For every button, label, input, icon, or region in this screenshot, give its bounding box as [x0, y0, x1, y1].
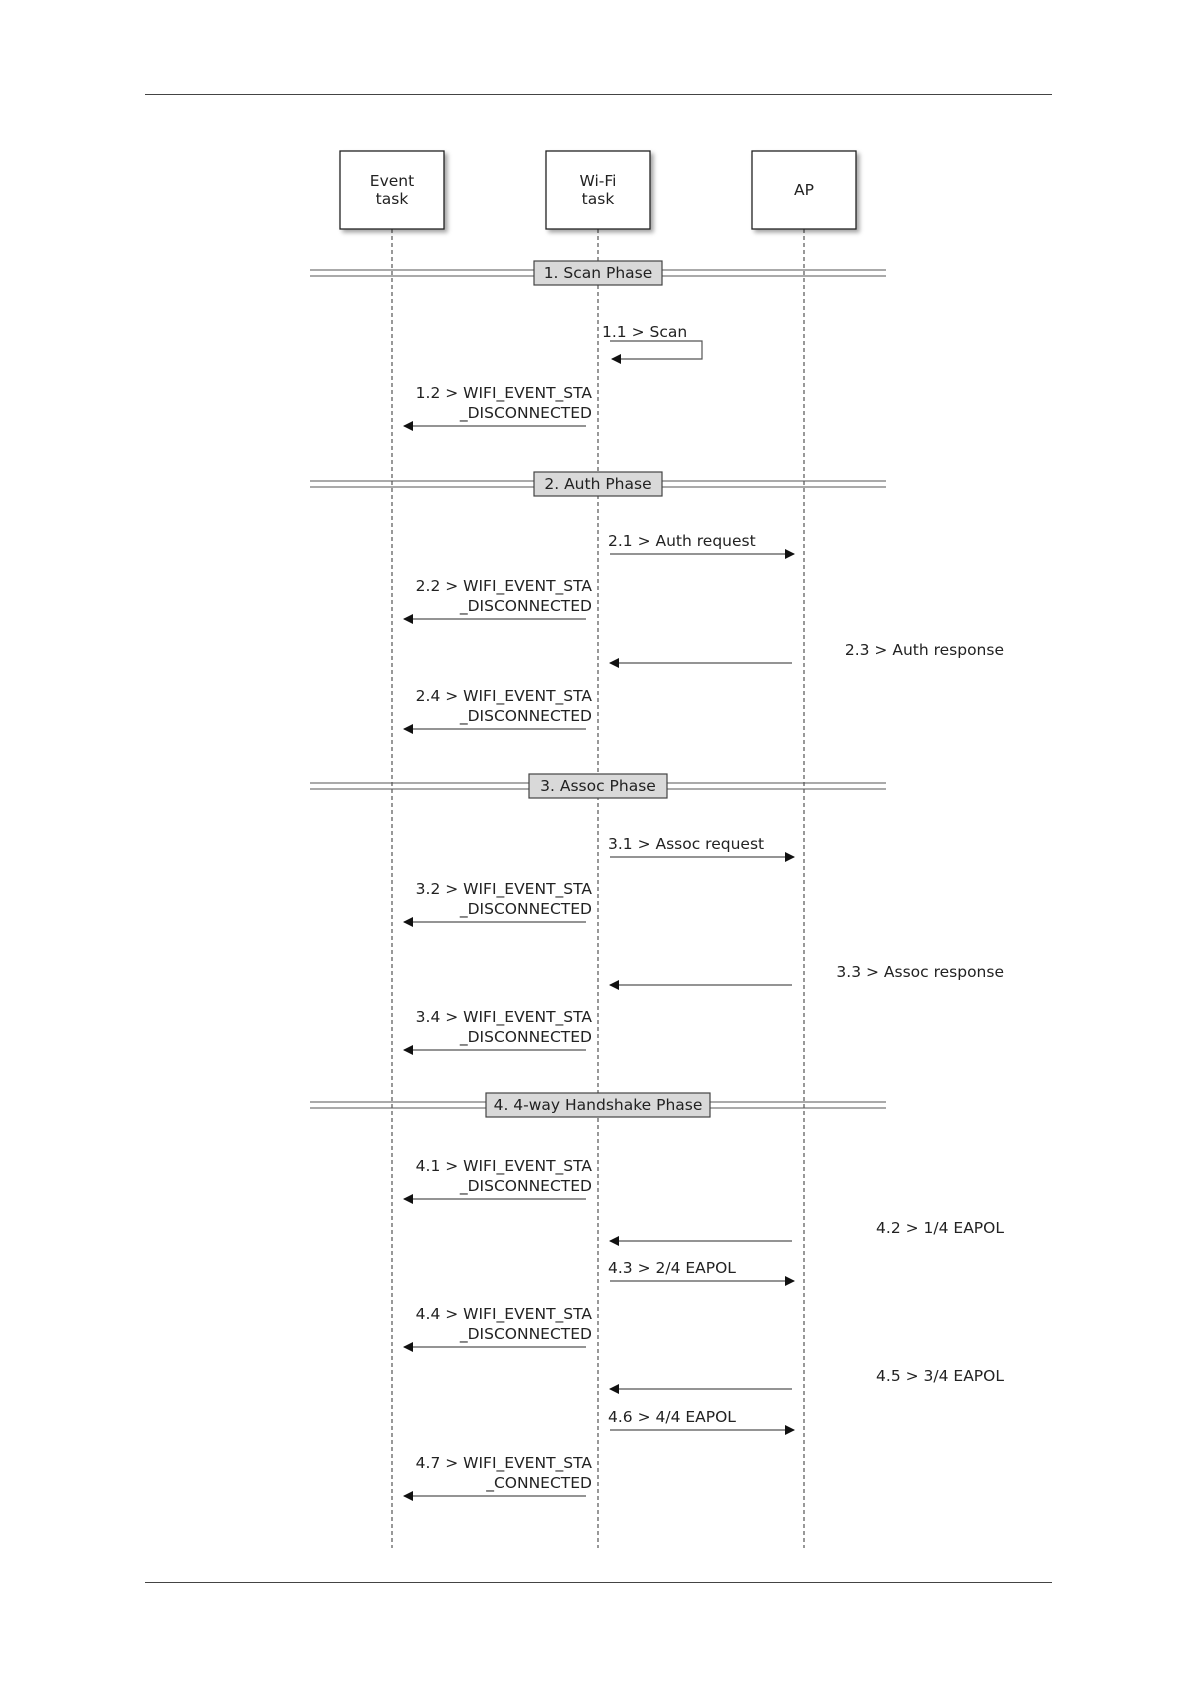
message-label: 3.2 > WIFI_EVENT_STA [416, 880, 593, 899]
participant-label: AP [794, 181, 814, 199]
message-label: 3.3 > Assoc response [836, 963, 1004, 981]
message-label: 4.4 > WIFI_EVENT_STA [416, 1305, 593, 1324]
message-label: 4.3 > 2/4 EAPOL [608, 1259, 736, 1277]
message-eapol-4-4: 4.6 > 4/4 EAPOL [608, 1408, 795, 1435]
message-label: 2.2 > WIFI_EVENT_STA [416, 577, 593, 596]
message-arrow [610, 340, 703, 364]
phase-label-box [485, 1092, 711, 1118]
message-event-4-4: 4.4 > WIFI_EVENT_STA_DISCONNECTED [403, 1305, 593, 1352]
phase-label: 1. Scan Phase [544, 264, 653, 282]
message-label: 2.1 > Auth request [608, 532, 756, 550]
message-label: _DISCONNECTED [459, 900, 592, 919]
phase-divider: 1. Scan Phase [310, 260, 886, 286]
message-event-3-2: 3.2 > WIFI_EVENT_STA_DISCONNECTED [403, 880, 593, 927]
phase-divider: 4. 4-way Handshake Phase [310, 1092, 886, 1118]
message-label: 3.1 > Assoc request [608, 835, 764, 853]
message-label: 4.5 > 3/4 EAPOL [876, 1367, 1004, 1385]
message-auth-request: 2.1 > Auth request [608, 532, 795, 559]
message-label: 1.1 > Scan [602, 323, 687, 341]
message-event-4-7: 4.7 > WIFI_EVENT_STA_CONNECTED [403, 1454, 593, 1501]
header-rule [145, 94, 1052, 95]
message-event-2-4: 2.4 > WIFI_EVENT_STA_DISCONNECTED [403, 687, 593, 734]
participant-label: task [376, 190, 409, 208]
phase-label-box [533, 471, 663, 497]
message-event-2-2: 2.2 > WIFI_EVENT_STA_DISCONNECTED [403, 577, 593, 624]
message-label: _DISCONNECTED [459, 1177, 592, 1196]
message-label: 4.7 > WIFI_EVENT_STA [416, 1454, 593, 1473]
phase-label: 2. Auth Phase [544, 475, 651, 493]
message-label: 4.6 > 4/4 EAPOL [608, 1408, 736, 1426]
message-label: 1.2 > WIFI_EVENT_STA [416, 384, 593, 403]
lifelines [391, 229, 805, 1548]
message-label: 4.2 > 1/4 EAPOL [876, 1219, 1004, 1237]
message-eapol-3-4: 4.5 > 3/4 EAPOL [609, 1367, 1004, 1394]
phase-label-box [528, 773, 668, 799]
message-assoc-request: 3.1 > Assoc request [608, 835, 795, 862]
message-label: 2.3 > Auth response [845, 641, 1004, 659]
participant-box [751, 150, 857, 230]
message-auth-response: 2.3 > Auth response [609, 641, 1004, 668]
phase-label-box [533, 260, 663, 286]
participant-label: Event [370, 172, 414, 190]
message-label: _DISCONNECTED [459, 1028, 592, 1047]
message-scan: 1.1 > Scan [602, 323, 703, 364]
participant-ap: AP [751, 150, 857, 230]
message-label: 3.4 > WIFI_EVENT_STA [416, 1008, 593, 1027]
phase-divider: 2. Auth Phase [310, 471, 886, 497]
message-label: _DISCONNECTED [459, 707, 592, 726]
phase-label: 3. Assoc Phase [540, 777, 656, 795]
footer-rule [145, 1582, 1052, 1583]
message-label: _CONNECTED [485, 1474, 592, 1493]
message-label: _DISCONNECTED [459, 404, 592, 423]
phase-dividers: 1. Scan Phase 2. Auth Phase 3. Assoc Phase… [310, 260, 886, 1118]
message-label: 2.4 > WIFI_EVENT_STA [416, 687, 593, 706]
message-event-4-1: 4.1 > WIFI_EVENT_STA_DISCONNECTED [403, 1157, 593, 1204]
message-label: _DISCONNECTED [459, 597, 592, 616]
message-assoc-response: 3.3 > Assoc response [609, 963, 1004, 990]
participant-label: task [582, 190, 615, 208]
message-event-3-4: 3.4 > WIFI_EVENT_STA_DISCONNECTED [403, 1008, 593, 1055]
message-label: 4.1 > WIFI_EVENT_STA [416, 1157, 593, 1176]
message-event-1-2: 1.2 > WIFI_EVENT_STA_DISCONNECTED [403, 384, 593, 431]
phase-label: 4. 4-way Handshake Phase [494, 1096, 703, 1114]
message-eapol-1-4: 4.2 > 1/4 EAPOL [609, 1219, 1004, 1246]
participant-box [339, 150, 445, 230]
participant-label: Wi-Fi [580, 172, 617, 190]
participant-box [545, 150, 651, 230]
phase-divider: 3. Assoc Phase [310, 773, 886, 799]
message-eapol-2-4: 4.3 > 2/4 EAPOL [608, 1259, 795, 1286]
message-label: _DISCONNECTED [459, 1325, 592, 1344]
